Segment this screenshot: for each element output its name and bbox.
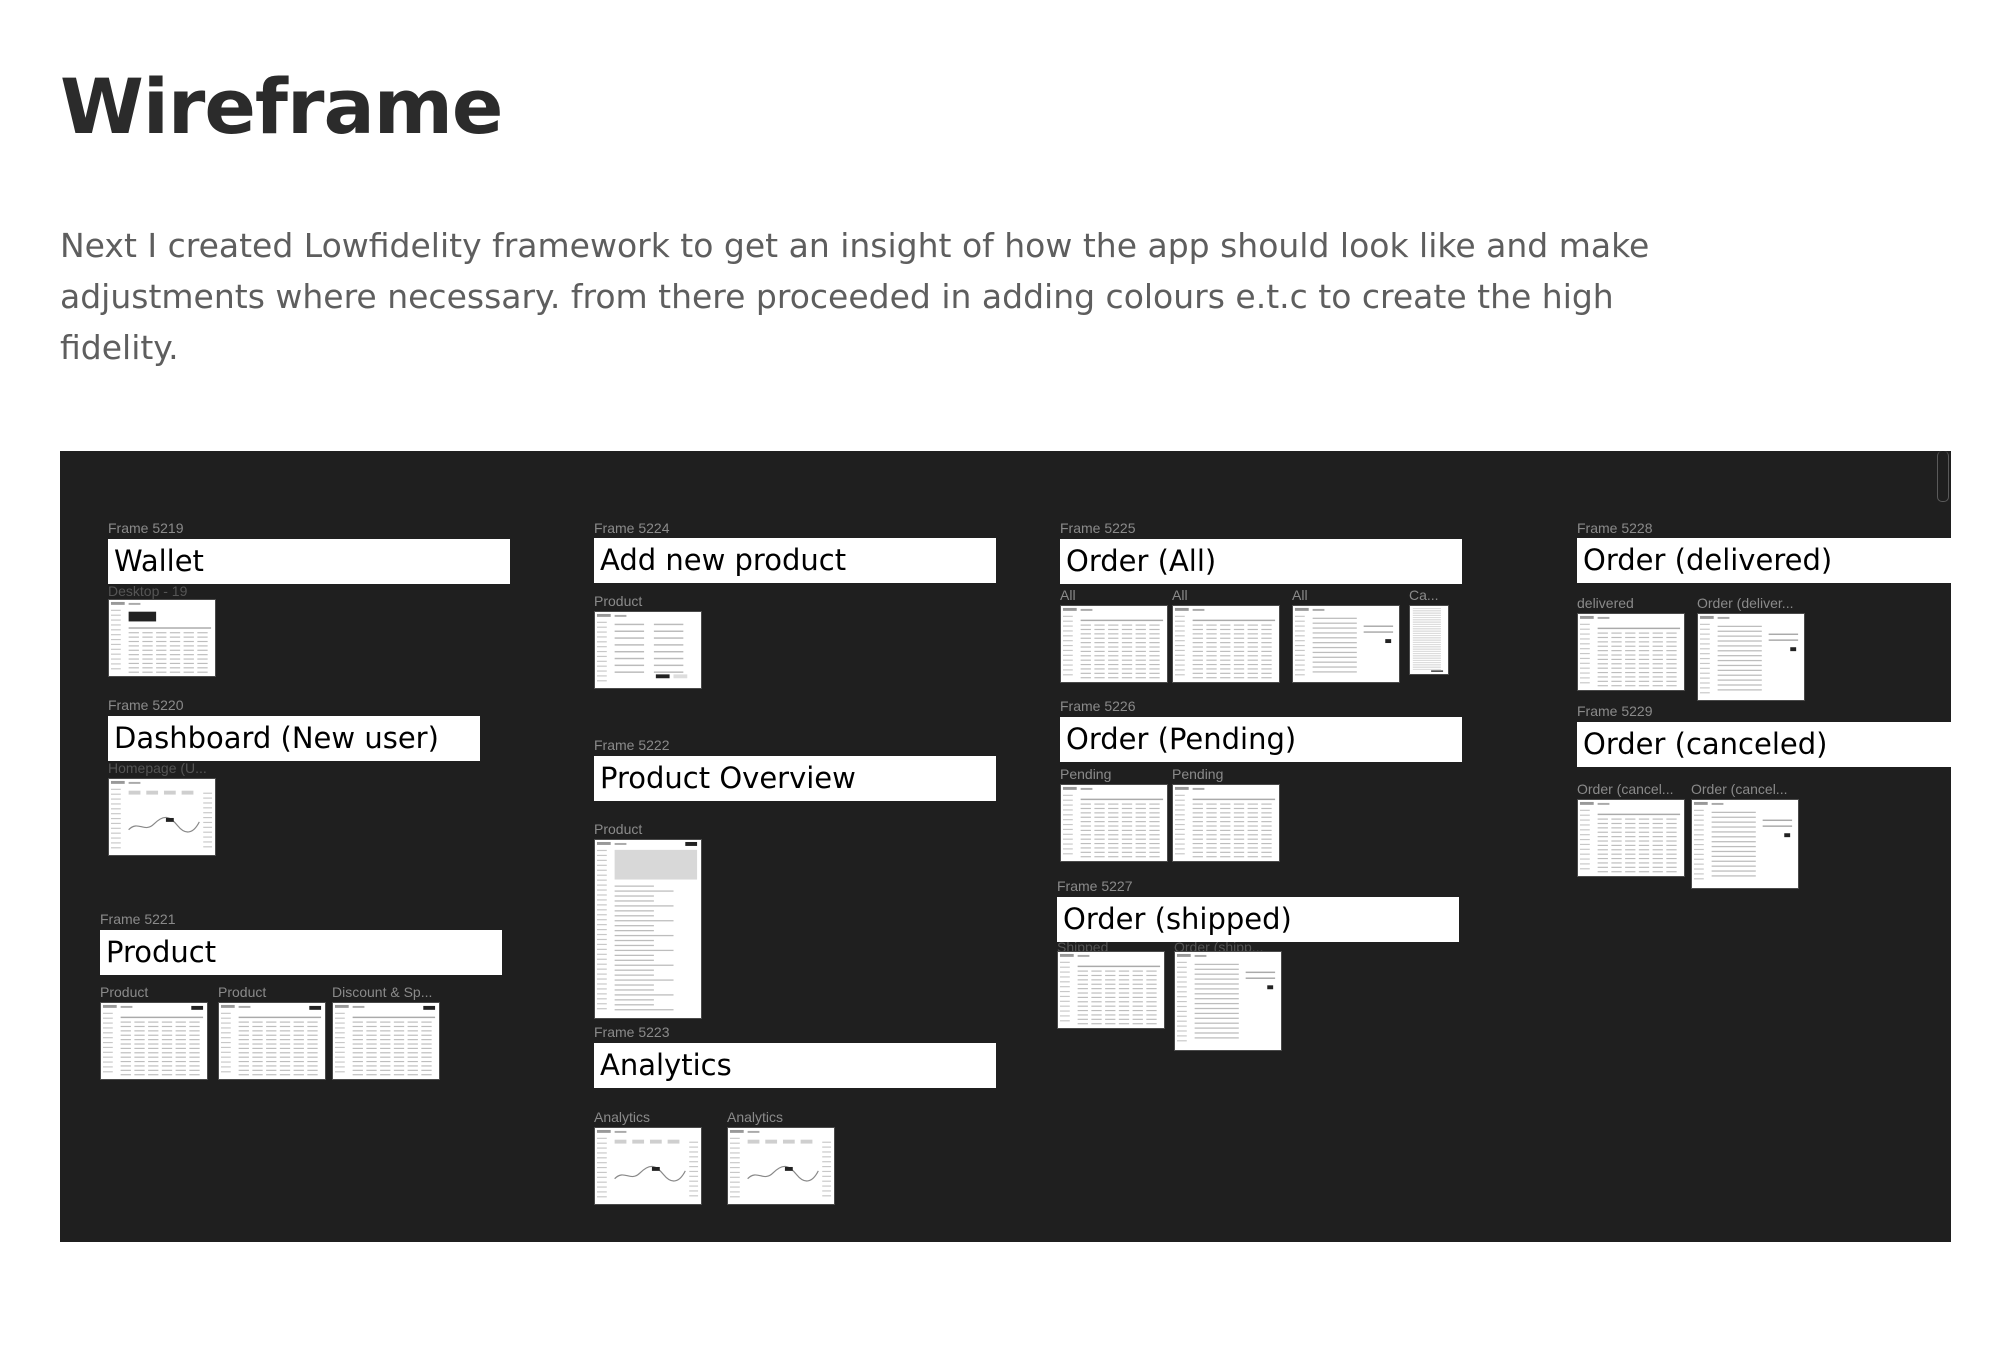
frame-title-order-canceled[interactable]: Order (canceled)	[1577, 722, 1951, 767]
wireframe-thumbnail[interactable]	[1172, 605, 1280, 683]
screen-label: Pending	[1060, 766, 1112, 782]
wireframe-thumbnail[interactable]	[1697, 613, 1805, 701]
screen-label: Order (cancel...	[1691, 781, 1788, 797]
wireframe-thumbnail[interactable]	[1691, 799, 1799, 889]
screen-label: Analytics	[727, 1109, 784, 1125]
frame-label-order-pending: Frame 5226	[1060, 698, 1136, 714]
wireframe-thumbnail[interactable]	[1577, 613, 1685, 691]
frame-label-product-overview: Frame 5222	[594, 737, 670, 753]
screen-label: Product	[594, 593, 643, 609]
frame-label-product: Frame 5221	[100, 911, 176, 927]
wireframe-thumbnail[interactable]	[1057, 951, 1165, 1029]
wireframe-thumbnail[interactable]	[1577, 799, 1685, 877]
wireframe-canvas[interactable]: Frame 5219 Wallet Desktop - 19 Frame 522…	[60, 451, 1951, 1242]
frame-title-order-delivered[interactable]: Order (delivered)	[1577, 538, 1951, 583]
page-title: Wireframe	[60, 62, 503, 151]
frame-title-product[interactable]: Product	[100, 930, 502, 975]
screen-label: Analytics	[594, 1109, 651, 1125]
screen-label: Order (shipp...	[1174, 939, 1264, 951]
screen-label: All	[1172, 587, 1188, 603]
frame-label-order-canceled: Frame 5229	[1577, 703, 1653, 719]
screen-label: All	[1060, 587, 1076, 603]
frame-title-order-all[interactable]: Order (All)	[1060, 539, 1462, 584]
wireframe-thumbnail[interactable]	[108, 599, 216, 677]
wireframe-thumbnail[interactable]	[100, 1002, 208, 1080]
wireframe-thumbnail[interactable]	[1292, 605, 1400, 683]
screen-label: Order (deliver...	[1697, 595, 1794, 611]
wireframe-thumbnail[interactable]	[1174, 951, 1282, 1051]
screen-label: Ca...	[1409, 587, 1439, 603]
wireframe-thumbnail[interactable]	[108, 778, 216, 856]
wireframe-thumbnail[interactable]	[727, 1127, 835, 1205]
wireframe-thumbnail[interactable]	[1172, 784, 1280, 862]
frame-title-product-overview[interactable]: Product Overview	[594, 756, 996, 801]
screen-label: All	[1292, 587, 1308, 603]
screen-label: Discount & Sp...	[332, 984, 433, 1000]
frame-label-order-shipped: Frame 5227	[1057, 878, 1133, 894]
frame-label-order-all: Frame 5225	[1060, 520, 1136, 536]
wireframe-thumbnail[interactable]	[1409, 605, 1449, 675]
wireframe-thumbnail[interactable]	[1060, 605, 1168, 683]
frame-label-analytics: Frame 5223	[594, 1024, 670, 1040]
screen-label: Shipped	[1057, 939, 1109, 951]
wireframe-thumbnail[interactable]	[594, 839, 702, 1019]
screen-label: Pending	[1172, 766, 1224, 782]
frame-title-add-product[interactable]: Add new product	[594, 538, 996, 583]
wireframe-thumbnail[interactable]	[594, 611, 702, 689]
screen-label: Product	[100, 984, 149, 1000]
frame-label-dashboard: Frame 5220	[108, 697, 184, 713]
screen-label: Product	[218, 984, 267, 1000]
screen-label: Desktop - 19	[108, 583, 188, 599]
screen-label: delivered	[1577, 595, 1634, 611]
frame-title-order-shipped[interactable]: Order (shipped)	[1057, 897, 1459, 942]
wireframe-thumbnail[interactable]	[1060, 784, 1168, 862]
frame-title-analytics[interactable]: Analytics	[594, 1043, 996, 1088]
frame-label-add-product: Frame 5224	[594, 520, 670, 536]
frame-title-dashboard[interactable]: Dashboard (New user)	[108, 716, 480, 761]
wireframe-thumbnail[interactable]	[218, 1002, 326, 1080]
frame-title-order-pending[interactable]: Order (Pending)	[1060, 717, 1462, 762]
screen-label: Product	[594, 821, 643, 837]
wireframe-thumbnail[interactable]	[594, 1127, 702, 1205]
frame-label-order-delivered: Frame 5228	[1577, 520, 1653, 536]
wireframe-thumbnail[interactable]	[332, 1002, 440, 1080]
screen-label: Order (cancel...	[1577, 781, 1674, 797]
frame-title-wallet[interactable]: Wallet	[108, 539, 510, 584]
screen-label: Homepage (U...	[108, 760, 207, 776]
canvas-scrollbar[interactable]	[1937, 451, 1949, 502]
intro-paragraph: Next I created Lowfidelity framework to …	[60, 226, 1650, 367]
frame-label-wallet: Frame 5219	[108, 520, 184, 536]
